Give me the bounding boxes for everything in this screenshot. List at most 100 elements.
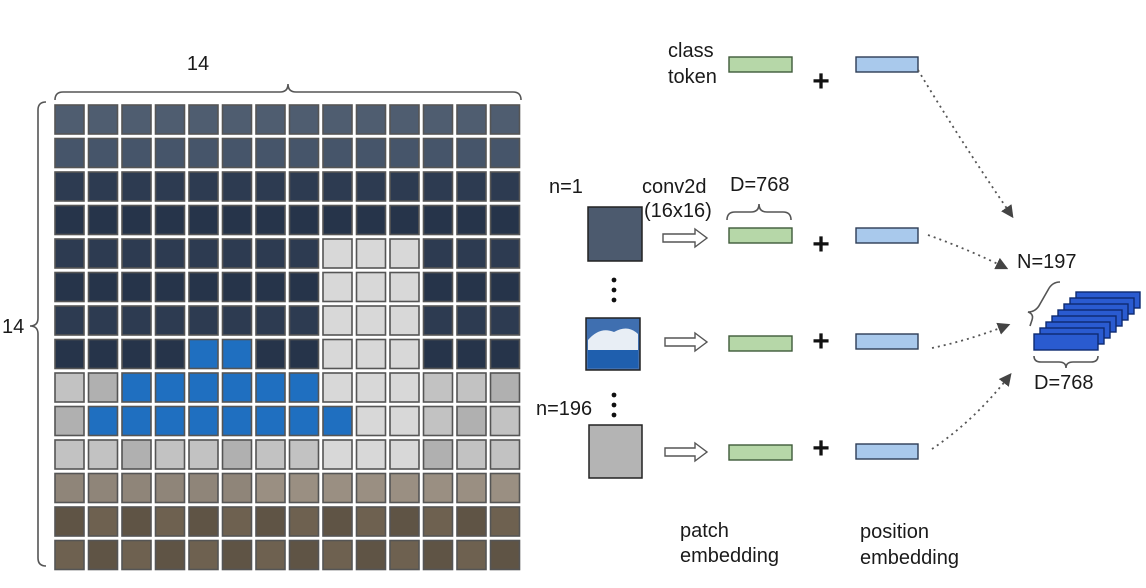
grid-patch (121, 405, 152, 437)
grid-patch (221, 372, 253, 403)
patch-thumb-last (588, 424, 643, 479)
grid-patch (87, 305, 119, 336)
grid-patch (322, 171, 353, 202)
grid-patch (121, 372, 152, 403)
grid-patch (422, 539, 454, 571)
grid-patch (355, 472, 387, 504)
grid-patch (489, 372, 521, 403)
patch-thumb-middle (585, 317, 641, 371)
grid-patch (422, 472, 454, 504)
grid-patch (422, 171, 454, 202)
grid-patch (255, 204, 286, 236)
plus-sign-2: + (812, 325, 830, 358)
grid-patch (489, 238, 521, 269)
output-n-label: N=197 (1017, 251, 1077, 273)
grid-patch (489, 305, 521, 336)
grid-patch (255, 372, 286, 403)
grid-patch (188, 338, 219, 370)
grid-patch (188, 405, 219, 437)
grid-patch (87, 238, 119, 269)
class-token-label-line2: token (668, 66, 717, 88)
grid-patch (489, 171, 521, 202)
grid-patch (188, 472, 219, 504)
grid-patch (221, 338, 253, 370)
grid-patch (288, 539, 320, 571)
conv2d-label: conv2d (642, 176, 707, 198)
grid-patch (255, 137, 286, 169)
patch-index-first-label: n=1 (549, 176, 583, 198)
grid-patch (422, 204, 454, 236)
grid-patch (121, 104, 152, 135)
grid-patch (255, 338, 286, 370)
grid-patch (121, 506, 152, 537)
grid-patch (422, 104, 454, 135)
grid-patch (422, 439, 454, 470)
grid-patch (121, 137, 152, 169)
grid-patch (422, 506, 454, 537)
grid-patch (87, 338, 119, 370)
grid-patch (456, 104, 487, 135)
grid-patch (54, 338, 85, 370)
grid-patch (121, 472, 152, 504)
embedding-dim-top-label: D=768 (730, 174, 790, 196)
position-embedding-caption-line1: position (860, 521, 929, 543)
grid-patch (389, 539, 420, 571)
grid-patch (87, 405, 119, 437)
grid-patch (322, 405, 353, 437)
grid-patch (121, 338, 152, 370)
grid-patch (355, 271, 387, 303)
grid-patch (322, 439, 353, 470)
conv-arrow-1 (662, 227, 709, 249)
grid-patch (54, 539, 85, 571)
grid-patch (288, 305, 320, 336)
grid-patch (489, 506, 521, 537)
grid-patch (255, 539, 286, 571)
grid-patch (87, 472, 119, 504)
grid-patch (221, 506, 253, 537)
grid-patch (154, 506, 186, 537)
position-embedding-bar-1 (855, 227, 919, 244)
grid-patch (288, 439, 320, 470)
grid-patch (489, 472, 521, 504)
grid-patch (54, 271, 85, 303)
grid-patch (87, 204, 119, 236)
conv-arrow-2 (664, 331, 709, 353)
grid-patch (456, 439, 487, 470)
grid-patch (288, 137, 320, 169)
class-token-label-line1: class (668, 40, 714, 62)
grid-patch (456, 137, 487, 169)
grid-patch (154, 439, 186, 470)
grid-patch (422, 338, 454, 370)
grid-patch (54, 472, 85, 504)
dotted-arrow-1 (927, 234, 1009, 270)
grid-patch (456, 305, 487, 336)
grid-patch (221, 539, 253, 571)
grid-patch (322, 238, 353, 269)
dotted-arrow-3 (931, 373, 1012, 450)
grid-patch (188, 171, 219, 202)
grid-patch (188, 271, 219, 303)
grid-patch (456, 506, 487, 537)
grid-patch (489, 439, 521, 470)
grid-patch (322, 271, 353, 303)
grid-patch (255, 405, 286, 437)
patch-embedding-bar-2 (728, 335, 793, 352)
position-embedding-bar-3 (855, 443, 919, 460)
grid-patch (154, 405, 186, 437)
grid-patch (489, 405, 521, 437)
grid-patch (255, 472, 286, 504)
grid-patch (489, 104, 521, 135)
grid-patch (355, 171, 387, 202)
grid-patch (255, 238, 286, 269)
grid-patch (221, 238, 253, 269)
grid-patch (288, 271, 320, 303)
grid-patch (121, 238, 152, 269)
grid-patch (154, 238, 186, 269)
conv2d-kernel-label: (16x16) (644, 200, 712, 222)
grid-patch (389, 472, 420, 504)
grid-patch (255, 104, 286, 135)
grid-patch (389, 372, 420, 403)
conv-arrow-3 (664, 441, 709, 463)
grid-patch (221, 104, 253, 135)
position-embedding-bar-class (855, 56, 919, 73)
